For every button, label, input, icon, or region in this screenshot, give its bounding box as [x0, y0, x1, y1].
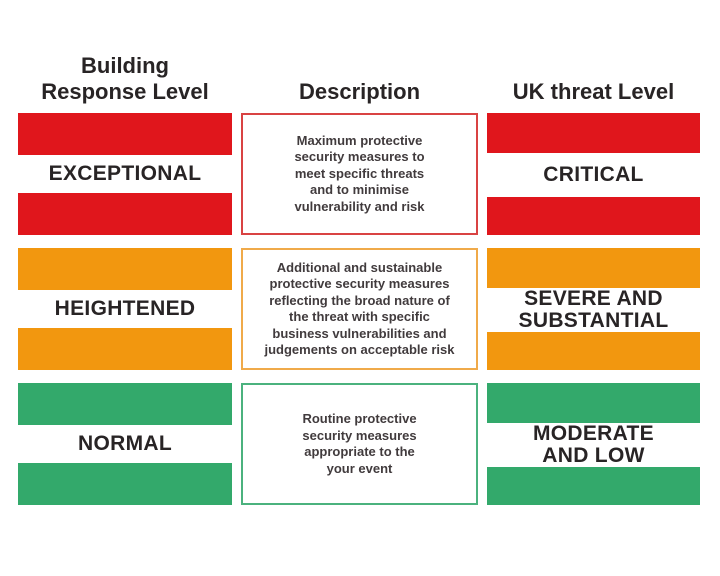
orange-bar-top [18, 248, 232, 290]
column-description: Description Maximum protective security … [241, 55, 478, 505]
uk-threat-label-moderate-low: MODERATE AND LOW [532, 422, 654, 467]
row-normal-uk-threat: MODERATE AND LOW [487, 383, 700, 505]
red-bar-top [18, 113, 232, 155]
uk-threat-label-severe-substantial: SEVERE AND SUBSTANTIAL [518, 287, 669, 332]
red-bar-bottom [18, 193, 232, 235]
column-uk-threat: UK threat Level CRITICAL SEVERE AND SUBS… [487, 55, 700, 505]
green-bar-bottom [487, 467, 700, 505]
row-normal-building: NORMAL [18, 383, 232, 505]
column-header-uk-threat: UK threat Level [512, 79, 675, 104]
column-header-description: Description [298, 79, 421, 104]
row-heightened-building: HEIGHTENED [18, 248, 232, 370]
orange-bar-bottom [487, 332, 700, 370]
column-header-building-response: Building Response Level [41, 53, 209, 104]
row-exceptional-building: EXCEPTIONAL [18, 113, 232, 235]
column-building-response: Building Response Level EXCEPTIONAL HEIG… [18, 53, 232, 505]
uk-threat-label-critical: CRITICAL [543, 163, 644, 186]
red-bar-bottom [487, 197, 700, 235]
red-bar-top [487, 113, 700, 153]
orange-bar-top [487, 248, 700, 288]
matrix-grid: Building Response Level EXCEPTIONAL HEIG… [18, 53, 700, 505]
green-bar-bottom [18, 463, 232, 505]
description-box-normal: Routine protective security measures app… [241, 383, 478, 505]
description-box-heightened: Additional and sustainable protective se… [241, 248, 478, 370]
building-level-label-exceptional: EXCEPTIONAL [48, 162, 202, 185]
description-box-exceptional: Maximum protective security measures to … [241, 113, 478, 235]
orange-bar-bottom [18, 328, 232, 370]
row-heightened-uk-threat: SEVERE AND SUBSTANTIAL [487, 248, 700, 370]
building-level-label-normal: NORMAL [78, 432, 172, 455]
building-level-label-heightened: HEIGHTENED [54, 297, 196, 320]
green-bar-top [18, 383, 232, 425]
row-exceptional-uk-threat: CRITICAL [487, 113, 700, 235]
green-bar-top [487, 383, 700, 423]
